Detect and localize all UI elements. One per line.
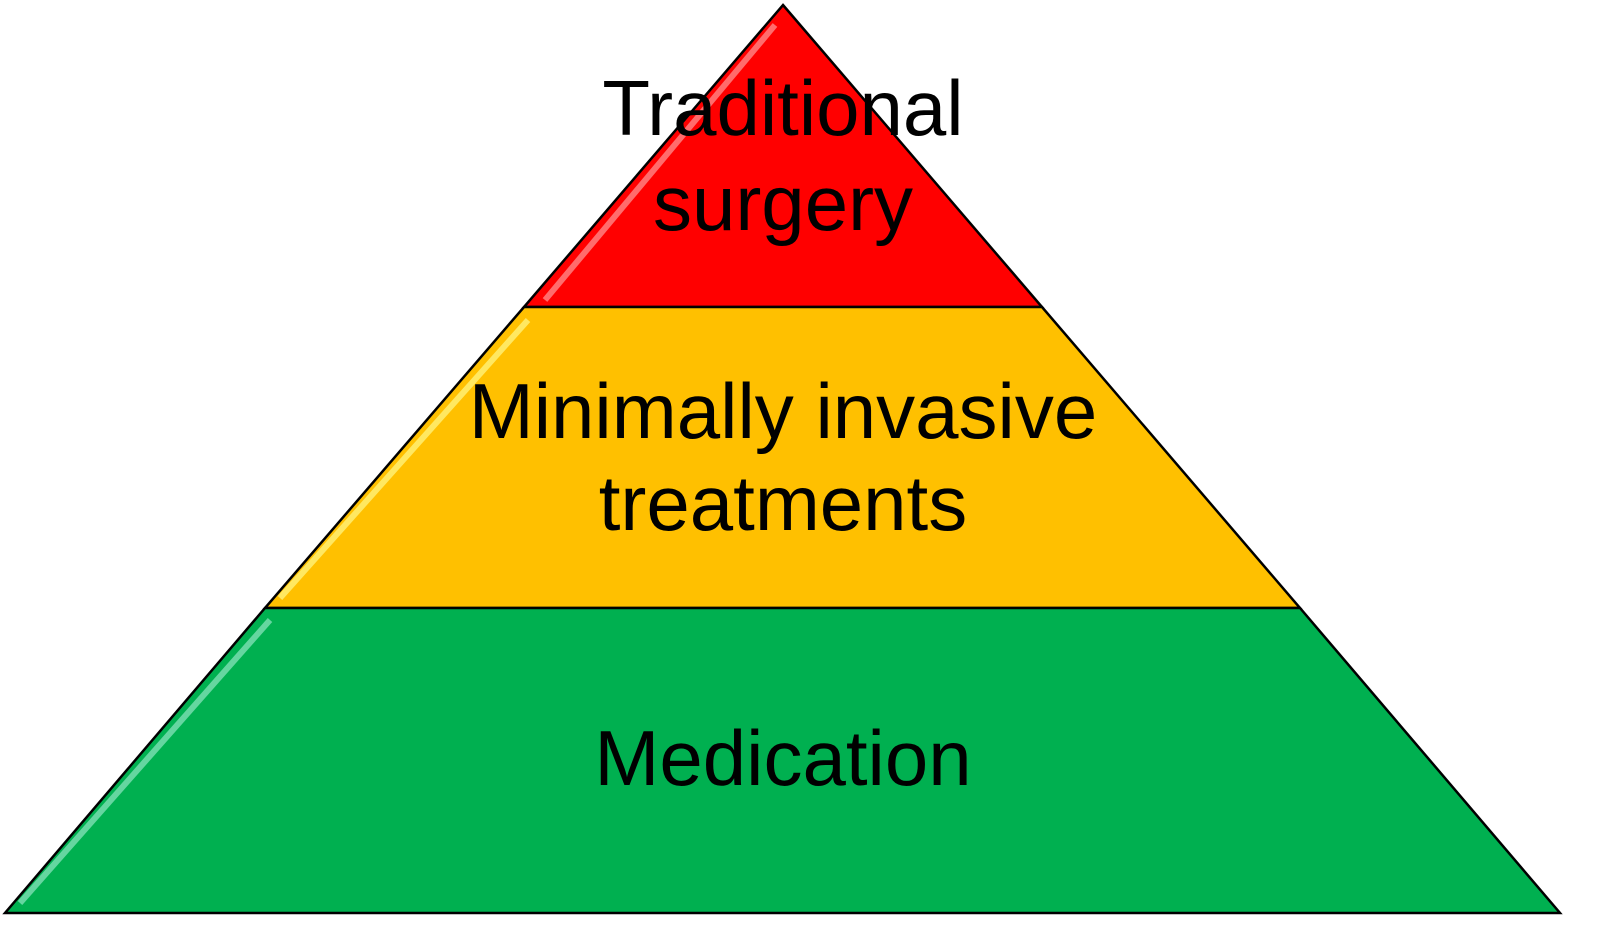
tier-bottom-medication [2,606,1563,915]
tier-middle-label-line1: Minimally invasive [469,367,1098,455]
tier-top-label-line2: surgery [653,159,913,247]
tier-bottom-label: Medication [594,714,971,802]
bevel-highlight [277,318,531,600]
bevel-highlight [17,618,273,905]
tier-top-label-line1: Traditional [602,64,963,152]
bevel-highlight [542,23,778,302]
tier-middle-label-line2: treatments [599,459,967,547]
tier-middle-minimally-invasive [262,305,1303,610]
tier-top-traditional-surgery [521,3,1045,309]
